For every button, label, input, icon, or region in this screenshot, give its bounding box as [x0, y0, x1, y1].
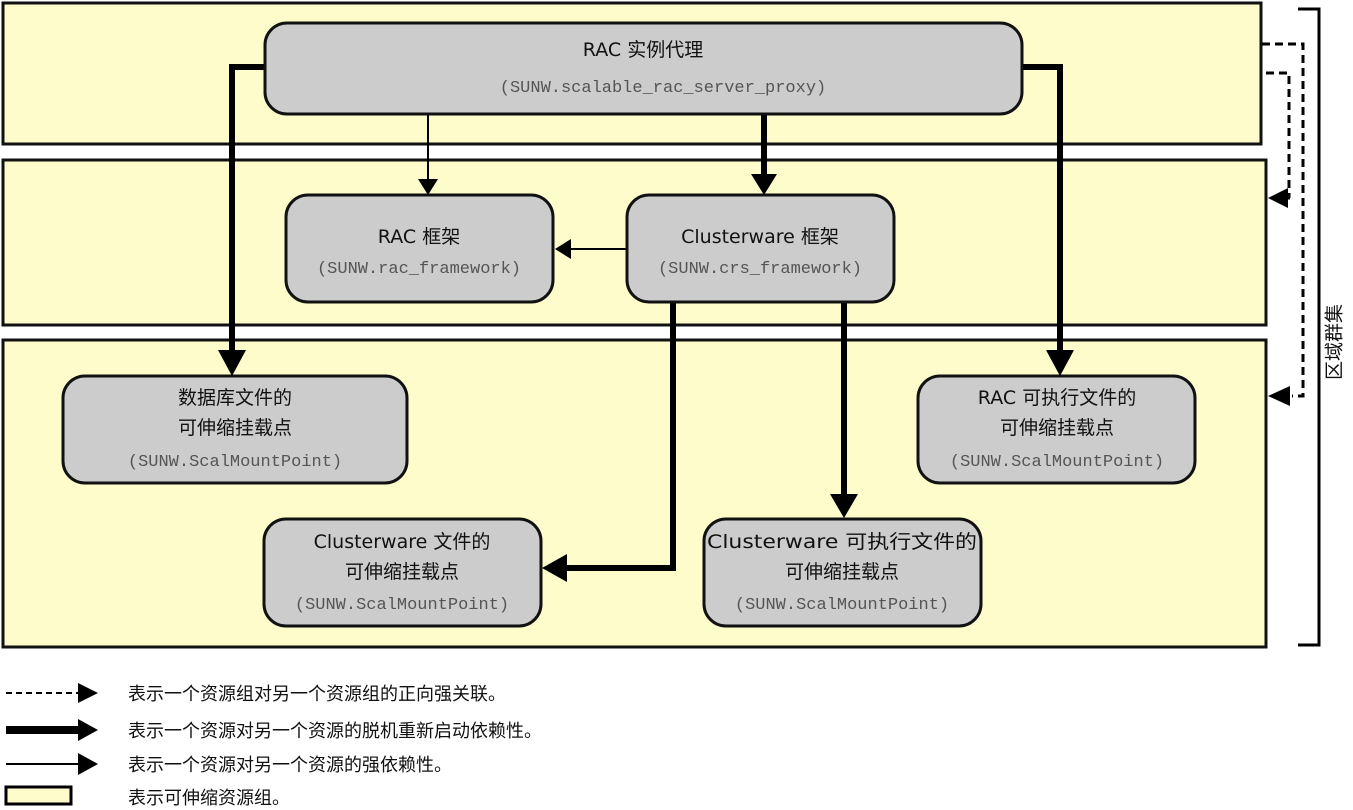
node-type: (SUNW.ScalMountPoint): [735, 596, 949, 615]
node-rac-exec-mount[interactable]: RAC 可执行文件的 可伸缩挂载点 (SUNW.ScalMountPoint): [916, 374, 1197, 485]
legend-text: 表示一个资源组对另一个资源组的正向强关联。: [128, 684, 506, 705]
node-rac-instance-proxy[interactable]: RAC 实例代理 (SUNW.scalable_rac_server_proxy…: [263, 21, 1024, 116]
edge-proxy-to-rac-framework: [418, 114, 438, 195]
node-clusterware-exec-mount[interactable]: Clusterware 可执行文件的 可伸缩挂载点 (SUNW.ScalMoun…: [702, 517, 983, 628]
node-type: (SUNW.crs_framework): [658, 260, 862, 279]
node-type: (SUNW.rac_framework): [317, 260, 521, 279]
node-title-line2: 可伸缩挂载点: [785, 561, 899, 583]
edge-proxy-to-db-mount: [218, 64, 265, 376]
node-title-line2: 可伸缩挂载点: [178, 417, 292, 439]
node-title: RAC 框架: [378, 226, 460, 248]
edge-affinity-g1-to-g2: [1266, 71, 1291, 208]
node-type: (SUNW.ScalMountPoint): [295, 596, 509, 615]
legend-item-thick: 表示一个资源对另一个资源的脱机重新启动依赖性。: [6, 719, 542, 742]
legend-item-dashed: 表示一个资源组对另一个资源组的正向强关联。: [6, 683, 506, 705]
node-title: Clusterware 框架: [681, 226, 839, 248]
node-type: (SUNW.ScalMountPoint): [950, 453, 1164, 472]
node-title-line1: Clusterware 文件的: [314, 531, 491, 553]
node-type: (SUNW.ScalMountPoint): [128, 453, 342, 472]
legend-text: 表示可伸缩资源组。: [128, 788, 290, 809]
zone-cluster-label: 区域群集: [1324, 304, 1346, 380]
zone-cluster-bracket: [1298, 7, 1321, 647]
edge-crs-framework-to-crs-files-mount: [542, 302, 676, 582]
node-title-line1: RAC 可执行文件的: [978, 387, 1136, 409]
edge-proxy-to-crs-framework: [751, 114, 777, 195]
node-title: RAC 实例代理: [583, 39, 703, 61]
node-title-line2: 可伸缩挂载点: [1000, 417, 1114, 439]
node-title-line2: 可伸缩挂载点: [345, 561, 459, 583]
legend-item-group: 表示可伸缩资源组。: [4, 785, 290, 809]
edge-crs-framework-to-crs-exec-mount: [830, 302, 858, 518]
node-rac-framework[interactable]: RAC 框架 (SUNW.rac_framework): [284, 193, 555, 304]
node-title-line1: Clusterware 可执行文件的: [707, 531, 977, 553]
edge-affinity-g1-to-g3: [1262, 42, 1305, 406]
node-clusterware-framework[interactable]: Clusterware 框架 (SUNW.crs_framework): [625, 193, 896, 304]
edge-crs-framework-to-rac-framework: [555, 239, 626, 259]
legend: 表示一个资源组对另一个资源组的正向强关联。 表示一个资源对另一个资源的脱机重新启…: [4, 683, 542, 809]
node-clusterware-files-mount[interactable]: Clusterware 文件的 可伸缩挂载点 (SUNW.ScalMountPo…: [262, 517, 543, 628]
yellow-rect-icon: [4, 785, 73, 806]
node-title-line1: 数据库文件的: [178, 387, 292, 409]
legend-text: 表示一个资源对另一个资源的强依赖性。: [128, 755, 452, 776]
legend-item-thin: 表示一个资源对另一个资源的强依赖性。: [6, 753, 452, 776]
edge-proxy-to-rac-exec-mount: [1022, 64, 1074, 376]
node-db-files-mount[interactable]: 数据库文件的 可伸缩挂载点 (SUNW.ScalMountPoint): [61, 374, 409, 485]
legend-text: 表示一个资源对另一个资源的脱机重新启动依赖性。: [128, 721, 542, 742]
node-type: (SUNW.scalable_rac_server_proxy): [500, 79, 826, 98]
